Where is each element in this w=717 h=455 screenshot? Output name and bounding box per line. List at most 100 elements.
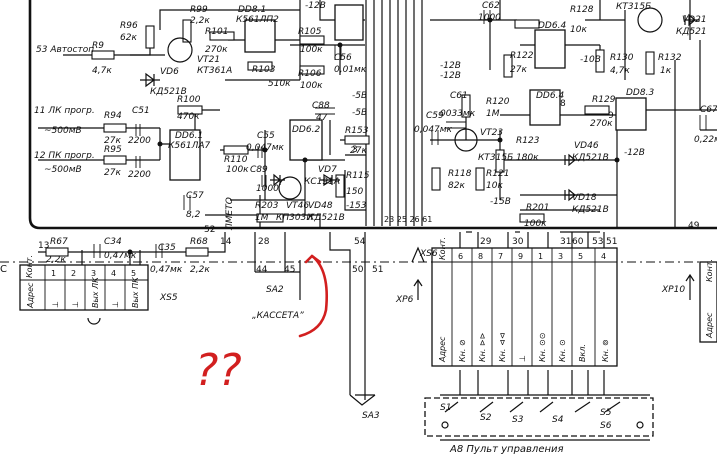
- switch-label-s1: S1: [440, 403, 451, 413]
- xp6-cell: Вкл.: [578, 344, 587, 362]
- label-r203: R203: [255, 201, 279, 211]
- label-vd6t: КД521В: [150, 87, 187, 97]
- label-vd21t: КД521: [676, 27, 707, 37]
- label-r95v: 27к: [104, 168, 121, 178]
- label-n14: 14: [220, 237, 232, 247]
- xs5-pin: 5: [131, 269, 136, 278]
- label-r122: R122: [510, 51, 534, 61]
- label-vd48: VD48: [308, 201, 333, 211]
- label-r129: R129: [592, 95, 616, 105]
- label-r106: R106: [298, 69, 322, 79]
- label-vd6: VD6: [160, 67, 179, 77]
- label-m5b: -5В: [352, 108, 367, 118]
- label-r128: R128: [570, 5, 594, 15]
- label-r94: R94: [104, 111, 122, 121]
- control-panel-a8: [424, 397, 654, 437]
- label-dd61: DD6.1: [175, 131, 203, 141]
- xp6-cell: Кн. ⊘: [458, 339, 467, 362]
- label-vd21: VD21: [682, 15, 707, 25]
- label-vt23t: КТ315Б: [478, 153, 513, 163]
- label-r153: R153: [345, 126, 369, 136]
- label-m5a: -5В: [352, 91, 367, 101]
- red-arrow: [298, 254, 328, 338]
- label-c55: C55: [257, 131, 275, 141]
- label-c88v: 47: [316, 113, 328, 123]
- label-r122v: 27к: [510, 65, 527, 75]
- label-r101: R101: [205, 27, 228, 37]
- label-m153: -153: [346, 201, 367, 211]
- label-c56: C56: [334, 53, 352, 63]
- label-r103: R103: [252, 65, 276, 75]
- xs5-pin: 4: [111, 269, 116, 278]
- label-r201v: 100к: [524, 219, 547, 229]
- label-m10: -10В: [580, 55, 601, 65]
- label-c-left: С: [0, 264, 7, 275]
- label-vd18t: КД521В: [572, 205, 609, 215]
- label-r118v: 82к: [448, 181, 465, 191]
- label-avtostop: 53 Автостоп: [36, 45, 94, 55]
- label-r130: R130: [610, 53, 634, 63]
- label-vd18: VD18: [572, 193, 597, 203]
- xp10-header: Конт.: [705, 259, 714, 282]
- xs5-header: Конт.: [25, 255, 34, 278]
- xs5-cell: ⊥: [71, 301, 80, 308]
- label-r120v: 1М: [486, 109, 500, 119]
- label-n30: 30: [512, 237, 524, 247]
- xp6-pin: 5: [578, 252, 583, 261]
- label-vd7t: КС191А: [304, 177, 340, 187]
- label-r67v: 2,2к: [46, 255, 66, 265]
- label-r130v: 4,7к: [610, 66, 630, 76]
- label-c62: C62: [482, 1, 500, 11]
- label-vd48t: КД521В: [308, 213, 345, 223]
- xp6-pin: 3: [558, 252, 563, 261]
- label-n44: 44: [256, 265, 268, 275]
- red-question-marks: ??: [195, 345, 242, 396]
- label-c61: C61: [450, 91, 468, 101]
- xs5-cell: ⊥: [51, 301, 60, 308]
- label-r115: R115: [346, 171, 370, 181]
- label-c62v: 1000: [478, 13, 501, 23]
- xs5-socket-icon: [87, 317, 101, 325]
- label-n45: 45: [284, 265, 295, 275]
- label-dd64a: DD6.4: [538, 21, 566, 31]
- switch-label-s4: S4: [552, 415, 564, 425]
- label-n50: 50: [352, 265, 364, 275]
- xp6-arrow: [413, 278, 423, 300]
- label-bus-nums: 23 25 26 61: [384, 215, 432, 224]
- switch-label-s3: S3: [512, 415, 524, 425]
- label-r103v: 510к: [268, 79, 291, 89]
- label-r121: R121: [486, 169, 509, 179]
- label-c56v: 0,01мк: [334, 65, 367, 75]
- label-c88: C88: [312, 101, 330, 111]
- label-r96: R96: [120, 21, 138, 31]
- label-c61v: 0033мк: [440, 109, 476, 119]
- label-r128v: 10к: [570, 25, 587, 35]
- label-c89v: 1000: [256, 184, 279, 194]
- xs5-pin: 3: [91, 269, 96, 278]
- label-dd64: DD6.4: [536, 91, 564, 101]
- label-c34v: 0,47мк: [104, 251, 137, 261]
- red-annotation: ??: [195, 254, 328, 396]
- label-n52: 52: [204, 225, 215, 235]
- label-r68: R68: [190, 237, 208, 247]
- label-m12d: -12В: [624, 148, 645, 158]
- label-r120: R120: [486, 97, 510, 107]
- label-c51: C51: [132, 106, 150, 116]
- label-metro: ЛМЕТО: [225, 197, 235, 231]
- label-vd46t: КД521В: [572, 153, 609, 163]
- label-sa3: SA3: [362, 411, 380, 421]
- xp6-cell: Кн. ⊚: [601, 339, 610, 362]
- components: [45, 4, 707, 258]
- xp10-arrow: [685, 273, 695, 300]
- label-r96v: 62к: [120, 33, 137, 43]
- label-r121v: 10к: [486, 181, 503, 191]
- label-c34: C34: [104, 237, 122, 247]
- xs6-arrow: [411, 246, 425, 263]
- label-r101v: 270к: [205, 45, 228, 55]
- label-n53: 53: [592, 237, 603, 247]
- label-xp6: XP6: [395, 295, 414, 305]
- label-vd46: VD46: [574, 141, 599, 151]
